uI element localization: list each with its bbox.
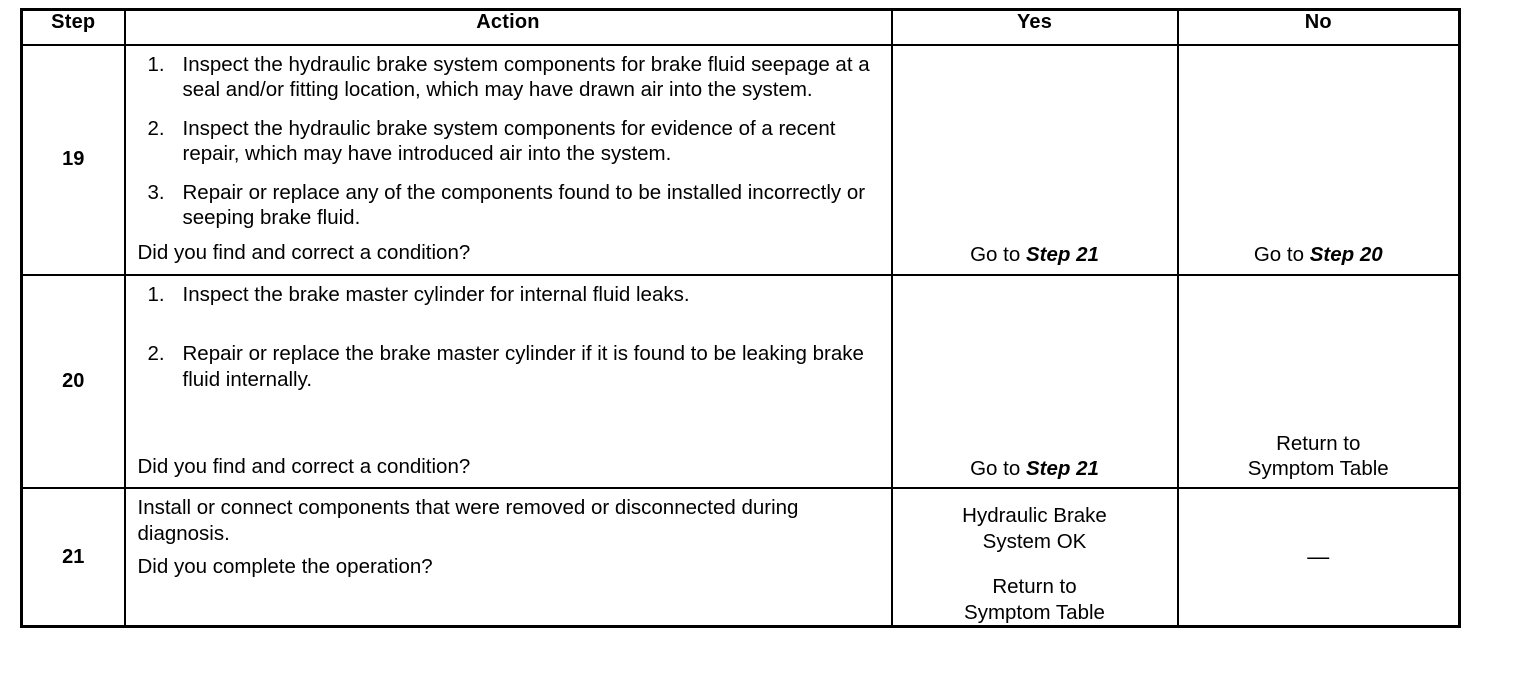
step-number-19: 19 [20, 44, 126, 276]
goto-prefix: Go to [970, 457, 1026, 481]
action-question-19: Did you find and correct a condition? [137, 241, 471, 265]
list-item: 2. Inspect the hydraulic brake system co… [138, 116, 881, 167]
list-item: 1. Inspect the hydraulic brake system co… [138, 52, 881, 103]
system-ok-block: Hydraulic Brake System OK [893, 503, 1177, 554]
action-question-21: Did you complete the operation? [137, 555, 433, 579]
table-row: 21 Install or connect components that we… [20, 487, 1461, 629]
action-list-20: 1. Inspect the brake master cylinder for… [138, 282, 881, 392]
action-question-20: Did you find and correct a condition? [137, 455, 471, 479]
step-number-20: 20 [20, 273, 126, 490]
list-item-number: 1. [147, 53, 165, 76]
yes-answer-21: Hydraulic Brake System OK Return to Symp… [893, 489, 1177, 625]
no-cell-20: Return to Symptom Table [1176, 273, 1461, 490]
goto-prefix: Go to [970, 243, 1026, 267]
action-cell-21: Install or connect components that were … [123, 487, 893, 629]
no-answer-19: Go to Step 20 [1179, 242, 1459, 267]
yes-cell-19: Go to Step 21 [890, 44, 1179, 276]
return-line-1: Return to [992, 575, 1077, 599]
table-body: 19 1. Inspect the hydraulic brake system… [20, 44, 1461, 629]
list-item-text: Repair or replace the brake master cylin… [182, 342, 864, 391]
header-row: Step Action Yes No [20, 8, 1461, 46]
diagnostic-step-table: Step Action Yes No 19 1. Inspect the hyd… [20, 8, 1461, 629]
list-item-text: Inspect the brake master cylinder for in… [182, 282, 690, 306]
action-paragraph-21: Install or connect components that were … [137, 496, 799, 545]
table-row: 20 1. Inspect the brake master cylinder … [20, 273, 1461, 490]
no-cell-21: — [1176, 487, 1461, 629]
column-header-yes: Yes [890, 8, 1179, 46]
goto-prefix: Go to [1253, 243, 1310, 267]
goto-target-link[interactable]: Step 20 [1309, 243, 1383, 267]
return-block[interactable]: Return to Symptom Table [893, 574, 1177, 625]
no-cell-19: Go to Step 20 [1176, 44, 1461, 276]
list-item-number: 3. [147, 180, 165, 204]
return-line-2: Symptom Table [964, 600, 1105, 624]
yes-cell-20: Go to Step 21 [890, 273, 1179, 490]
action-cell-20: 1. Inspect the brake master cylinder for… [123, 273, 893, 490]
system-ok-line-2: System OK [982, 529, 1087, 553]
return-line-1: Return to [1276, 431, 1361, 455]
list-item-number: 1. [147, 282, 165, 306]
column-header-no: No [1176, 8, 1461, 46]
table-row: 19 1. Inspect the hydraulic brake system… [20, 44, 1461, 276]
no-answer-20: Return to Symptom Table [1179, 431, 1459, 482]
step-number-21: 21 [20, 487, 126, 629]
action-cell-19: 1. Inspect the hydraulic brake system co… [123, 44, 893, 276]
list-item-number: 2. [147, 342, 165, 366]
goto-target-link[interactable]: Step 21 [1025, 243, 1099, 267]
no-answer-dash-21: — [1307, 544, 1330, 570]
table-header: Step Action Yes No [20, 8, 1461, 46]
list-item: 3. Repair or replace any of the componen… [138, 180, 881, 231]
action-list-19: 1. Inspect the hydraulic brake system co… [138, 52, 881, 230]
list-item: 1. Inspect the brake master cylinder for… [138, 282, 881, 307]
yes-cell-21: Hydraulic Brake System OK Return to Symp… [890, 487, 1179, 629]
list-item: 2. Repair or replace the brake master cy… [138, 341, 881, 392]
column-header-action: Action [123, 8, 893, 46]
list-item-text: Repair or replace any of the components … [182, 180, 866, 230]
return-line-2[interactable]: Symptom Table [1247, 457, 1389, 481]
goto-target-link[interactable]: Step 21 [1025, 457, 1099, 481]
list-item-number: 2. [147, 116, 165, 140]
list-item-text: Inspect the hydraulic brake system compo… [182, 53, 870, 102]
yes-answer-20: Go to Step 21 [893, 456, 1177, 481]
column-header-step: Step [20, 8, 126, 46]
system-ok-line-1: Hydraulic Brake [962, 504, 1107, 528]
yes-answer-19: Go to Step 21 [893, 242, 1177, 267]
list-item-text: Inspect the hydraulic brake system compo… [182, 116, 836, 166]
